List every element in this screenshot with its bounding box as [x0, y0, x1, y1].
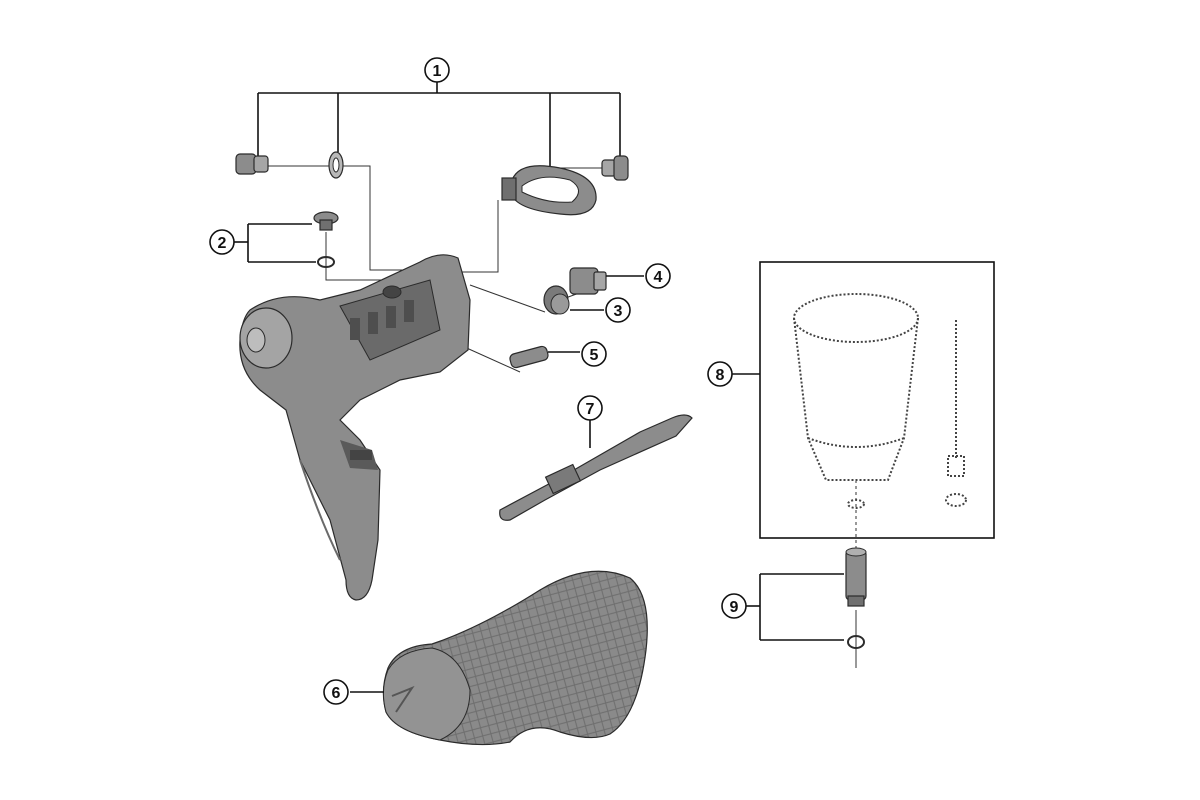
callout-9-leaders — [746, 573, 844, 641]
callout-2-label: 2 — [218, 235, 227, 252]
callout-9-label: 9 — [730, 599, 739, 616]
callout-6: 6 — [323, 679, 349, 705]
part-1-clamp-band — [501, 165, 597, 216]
part-8-funnel — [793, 293, 919, 509]
callout-8-label: 8 — [716, 367, 725, 384]
part-9-adapter — [845, 547, 867, 607]
part-2-o-ring — [317, 256, 335, 268]
callout-1-leaders — [257, 82, 621, 168]
callout-2: 2 — [209, 229, 235, 255]
callout-3-label: 3 — [614, 303, 623, 320]
part-4-fitting — [569, 267, 607, 295]
callout-5: 5 — [581, 341, 607, 367]
part-5-pin — [509, 345, 549, 369]
callout-9: 9 — [721, 593, 747, 619]
callout-3: 3 — [605, 297, 631, 323]
part-9-o-ring — [847, 635, 865, 649]
part-2-screw — [313, 211, 339, 231]
lever-body — [239, 254, 471, 601]
part-8-frame — [759, 261, 995, 539]
part-1-washer — [328, 151, 344, 179]
callout-8: 8 — [707, 361, 733, 387]
part-6-hood-cover — [382, 570, 648, 746]
callout-4: 4 — [645, 263, 671, 289]
part-7-tool — [499, 414, 693, 521]
callout-6-label: 6 — [332, 685, 341, 702]
part-1-bolt-right — [601, 155, 629, 181]
callout-5-label: 5 — [590, 347, 599, 364]
part-8-plug-tool — [945, 320, 967, 507]
callout-1: 1 — [424, 57, 450, 83]
part-1-bolt-left — [235, 153, 269, 175]
callout-2-leaders — [234, 223, 316, 263]
callout-7: 7 — [577, 395, 603, 421]
part-3-spacer — [543, 285, 570, 315]
callout-1-label: 1 — [433, 63, 442, 80]
callout-4-label: 4 — [654, 269, 663, 286]
callout-7-label: 7 — [586, 401, 595, 418]
